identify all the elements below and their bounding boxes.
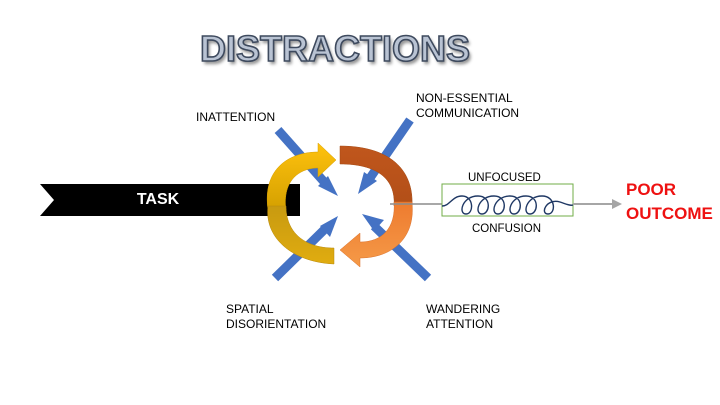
gold-cycle-arrow <box>267 205 335 265</box>
label-inattention: INATTENTION <box>196 110 276 124</box>
label-confusion: CONFUSION <box>472 223 541 235</box>
unfocused-box <box>441 183 574 217</box>
output-arrow-head <box>612 199 622 209</box>
label-unfocused: UNFOCUSED <box>468 172 541 184</box>
yellow-cycle-arrow <box>266 142 337 211</box>
label-spatial-disorientation: SPATIAL DISORIENTATION <box>226 302 327 331</box>
diagram-title: DISTRACTIONS <box>199 27 471 70</box>
confusion-coil <box>441 195 574 215</box>
task-bar <box>40 184 300 216</box>
label-wandering-attention: WANDERING ATTENTION <box>426 302 501 331</box>
label-poor-outcome: POOR OUTCOME <box>626 180 713 223</box>
task-label: TASK <box>136 191 180 208</box>
orange-cycle-arrow <box>339 201 413 268</box>
label-non-essential-communication: NON-ESSENTIAL COMMUNICATION <box>416 91 520 120</box>
